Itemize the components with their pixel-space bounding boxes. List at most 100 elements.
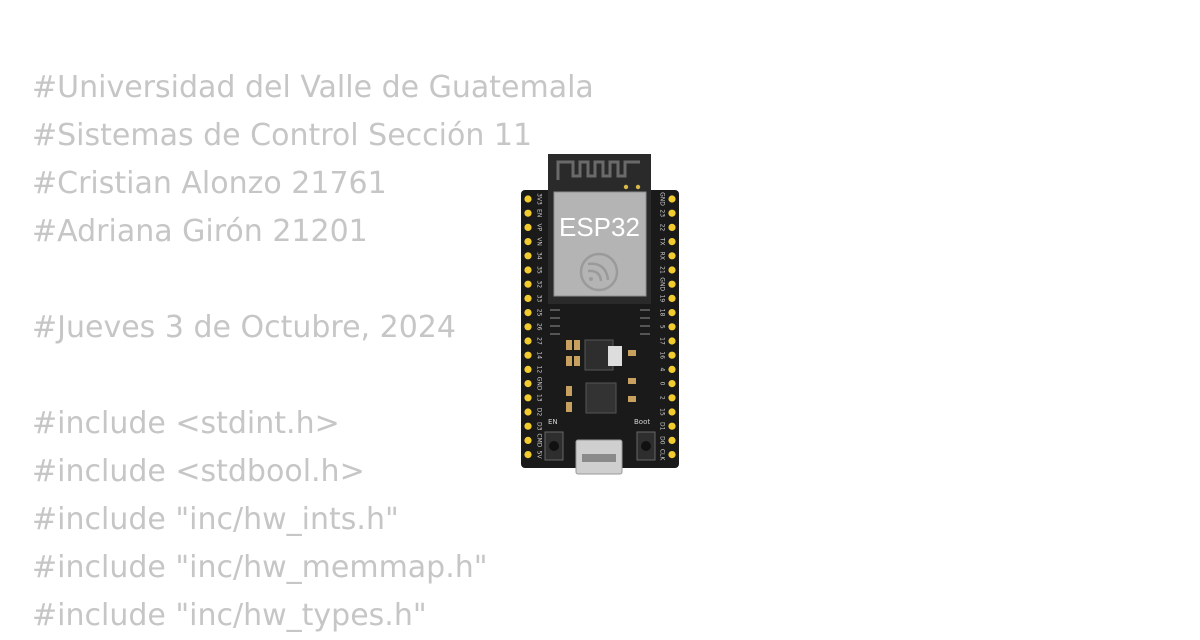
pin-label: 34 (536, 252, 543, 260)
pin[interactable] (524, 451, 532, 459)
pin-label: 3V3 (536, 193, 543, 205)
right-pin-header (668, 195, 676, 459)
pin-label: VP (536, 224, 543, 232)
pin-label: 26 (536, 323, 543, 331)
pin-label: 21 (659, 266, 666, 274)
pin-label: CLK (659, 449, 666, 462)
pin-label: 0 (659, 382, 666, 386)
pin[interactable] (668, 280, 676, 288)
code-line: #include "inc/hw_memmap.h" (32, 550, 488, 585)
pin-label: GND (536, 377, 543, 391)
pin[interactable] (524, 252, 532, 260)
pin-label: GND (659, 277, 666, 291)
code-line: #Cristian Alonzo 21761 (32, 166, 387, 201)
boot-button-label: Boot (634, 418, 650, 426)
antenna-pad (623, 184, 629, 190)
pin-label: D2 (536, 408, 543, 417)
pin[interactable] (668, 408, 676, 416)
pin-label: 15 (659, 408, 666, 416)
code-line (32, 352, 594, 400)
pin[interactable] (668, 337, 676, 345)
code-line: #Adriana Girón 21201 (32, 214, 368, 249)
pin[interactable] (668, 365, 676, 373)
usb-uart-chip (585, 382, 617, 414)
pin-label: 13 (536, 394, 543, 402)
pin[interactable] (524, 408, 532, 416)
pin-label: D3 (536, 422, 543, 431)
pin[interactable] (668, 238, 676, 246)
pin[interactable] (524, 280, 532, 288)
pin-label: 14 (536, 351, 543, 359)
pin-label: 32 (536, 280, 543, 288)
pin[interactable] (524, 209, 532, 217)
code-line: #include <stdint.h> (32, 406, 340, 441)
pin[interactable] (524, 223, 532, 231)
pin[interactable] (524, 195, 532, 203)
antenna-pad (635, 184, 641, 190)
pin-label: RX (659, 252, 666, 260)
pin[interactable] (524, 337, 532, 345)
pin[interactable] (668, 223, 676, 231)
pin-label: 27 (536, 337, 543, 345)
pin[interactable] (524, 351, 532, 359)
code-line: #Jueves 3 de Octubre, 2024 (32, 310, 456, 345)
pin[interactable] (668, 451, 676, 459)
pin-label: 2 (659, 396, 666, 400)
pin[interactable] (668, 394, 676, 402)
pin[interactable] (524, 309, 532, 317)
boot-button[interactable] (636, 431, 656, 461)
pin[interactable] (668, 309, 676, 317)
pin-label: VN (536, 237, 543, 246)
pin[interactable] (524, 436, 532, 444)
pin-label: 5 (659, 325, 666, 329)
pin-label: D1 (659, 422, 666, 431)
pin[interactable] (524, 323, 532, 331)
espressif-logo-icon (579, 252, 619, 292)
pin[interactable] (668, 266, 676, 274)
pin-label: 35 (536, 266, 543, 274)
pin[interactable] (668, 436, 676, 444)
code-line: #include <stdbool.h> (32, 454, 365, 489)
pin[interactable] (524, 380, 532, 388)
led (608, 346, 622, 366)
code-line (32, 256, 594, 304)
pin[interactable] (524, 394, 532, 402)
pin[interactable] (668, 380, 676, 388)
usb-opening (582, 454, 616, 462)
pin[interactable] (668, 422, 676, 430)
pin[interactable] (668, 294, 676, 302)
pin[interactable] (524, 238, 532, 246)
code-line: #Universidad del Valle de Guatemala (32, 70, 594, 105)
chip-label: ESP32 (559, 212, 640, 242)
pin-label: 16 (659, 351, 666, 359)
pin-label: 5V (536, 451, 543, 460)
pin-label: 18 (659, 309, 666, 317)
pin[interactable] (668, 252, 676, 260)
pin[interactable] (524, 422, 532, 430)
pin-label: D0 (659, 436, 666, 445)
code-line: #include "inc/hw_types.h" (32, 598, 427, 633)
pin-label: 17 (659, 337, 666, 345)
pin[interactable] (668, 351, 676, 359)
left-pin-header (524, 195, 532, 459)
smd-components (566, 340, 636, 412)
pin[interactable] (524, 365, 532, 373)
pin-label: 12 (536, 366, 543, 374)
pin-label: CMD (536, 433, 543, 447)
pin-label: GND (659, 192, 666, 206)
pin[interactable] (524, 294, 532, 302)
pin[interactable] (668, 323, 676, 331)
code-editor: #Universidad del Valle de Guatemala #Sis… (32, 64, 594, 640)
pin-label: EN (536, 209, 543, 217)
pin-label: 23 (659, 209, 666, 217)
module-pads (550, 309, 650, 335)
en-button-label: EN (548, 418, 558, 426)
pin[interactable] (668, 195, 676, 203)
pin-label: 33 (536, 295, 543, 303)
pin[interactable] (524, 266, 532, 274)
en-button[interactable] (544, 431, 564, 461)
pin-label: 22 (659, 224, 666, 232)
pin[interactable] (668, 209, 676, 217)
